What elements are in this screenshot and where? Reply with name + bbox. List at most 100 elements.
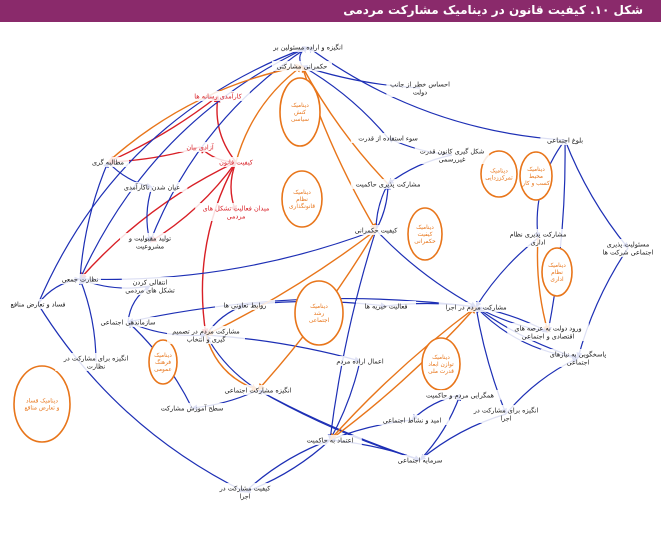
causal-link-3: [301, 65, 389, 139]
label-bg-n17: [598, 239, 658, 257]
causal-link-53: [257, 389, 421, 461]
variable-n7: کارآمدی رسانه ها: [194, 92, 242, 101]
variable-n30: سطح آموزش مشارکت: [161, 404, 224, 413]
causal-link-40: [329, 360, 361, 441]
label-bg-n22: [167, 326, 245, 344]
variable-n32: امید و نشاط اجتماعی: [383, 417, 442, 425]
loop-ellipse-o3: [407, 207, 443, 261]
variable-n31: همگرایی مردم و حاکمیت: [426, 392, 494, 400]
label-bg-n21: [215, 300, 275, 310]
variable-n35: اعتماد به حاکمیت: [307, 437, 354, 445]
variable-n20: سازماندهی اجتماعی: [101, 319, 156, 327]
variable-n29: انگیزه مشارکت اجتماعی: [225, 387, 292, 395]
variable-n14: مشارکت پذیری حاکمیت: [356, 181, 421, 189]
figure-header: شکل ۱۰. کیفیت قانون در دینامیک مشارکت مر…: [0, 0, 661, 22]
label-bg-n26: [2, 299, 74, 309]
label-bg-n36: [391, 455, 449, 465]
causal-link-13: [213, 95, 237, 163]
label-bg-n10: [213, 157, 259, 167]
causal-link-45: [79, 278, 97, 363]
label-bg-n33: [540, 349, 616, 367]
label-bg-n24: [438, 302, 514, 312]
causal-link-17: [79, 161, 237, 280]
causal-link-70: [329, 306, 477, 441]
causal-link-36: [576, 247, 629, 359]
label-bg-n28: [328, 356, 392, 366]
causal-link-44: [37, 303, 246, 493]
causal-link-5: [307, 46, 566, 141]
variable-n28: اعمال اراده مردم: [336, 358, 384, 366]
causal-link-16: [201, 161, 237, 336]
variable-n9: مطالبه گری: [92, 159, 124, 167]
label-bg-n7: [186, 91, 250, 101]
label-bg-n13: [120, 233, 180, 251]
causal-link-54: [419, 394, 461, 461]
causal-link-7: [564, 139, 629, 249]
label-bg-n11: [195, 203, 277, 221]
variable-n23: فعالیت خیریه ها: [365, 303, 408, 311]
label-bg-n35: [298, 435, 362, 445]
causal-link-65: [235, 65, 303, 163]
causal-link-23: [79, 161, 109, 280]
causal-link-19: [107, 95, 219, 163]
loop-ellipse-o2: [281, 170, 323, 228]
variable-n8: آزادی بیان: [186, 143, 215, 152]
loop-ellipse-o6: [294, 280, 344, 346]
causal-link-37: [375, 229, 477, 308]
variable-n4: سوء استفاده از قدرت: [358, 135, 418, 143]
variable-n26: فساد و تعارض منافع: [10, 301, 65, 309]
label-bg-n9: [87, 157, 129, 167]
causal-link-67: [329, 306, 477, 441]
variable-n24: مشارکت مردم در اجرا: [445, 304, 506, 312]
label-bg-n29: [217, 385, 299, 395]
loop-ellipse-o10: [13, 365, 71, 443]
label-bg-n6: [540, 135, 590, 145]
label-bg-n20: [94, 317, 162, 327]
label-bg-n34: [465, 405, 547, 423]
label-bg-n18: [59, 274, 101, 284]
causal-link-68: [536, 237, 550, 333]
variable-n1: انگیزه و اراده مسئولین بر: [272, 44, 343, 52]
label-bg-n16: [504, 229, 572, 247]
causal-link-62: [205, 229, 377, 336]
label-bg-n31: [419, 390, 501, 400]
causal-link-61: [301, 65, 389, 185]
variable-n15: کیفیت حکمرانی: [355, 227, 399, 235]
label-bg-n2: [272, 61, 332, 71]
variable-n36: سرمایه اجتماعی: [398, 457, 443, 465]
label-bg-n8: [179, 142, 221, 152]
causal-link-58: [475, 306, 507, 415]
variable-n12: عیان شدن ناکارآمدی: [124, 183, 180, 192]
variable-n10: کیفیت قانون: [219, 159, 254, 167]
figure-title: شکل ۱۰. کیفیت قانون در دینامیک مشارکت مر…: [343, 3, 643, 17]
variable-n18: نظارت جمعی: [62, 276, 99, 284]
label-bg-n3: [386, 79, 454, 97]
variable-n6: بلوغ اجتماعی: [547, 137, 583, 145]
causal-link-10: [373, 183, 389, 231]
causal-link-15: [149, 161, 237, 243]
causal-link-39: [327, 229, 377, 441]
label-bg-n12: [116, 182, 188, 192]
causal-link-11: [375, 183, 391, 231]
